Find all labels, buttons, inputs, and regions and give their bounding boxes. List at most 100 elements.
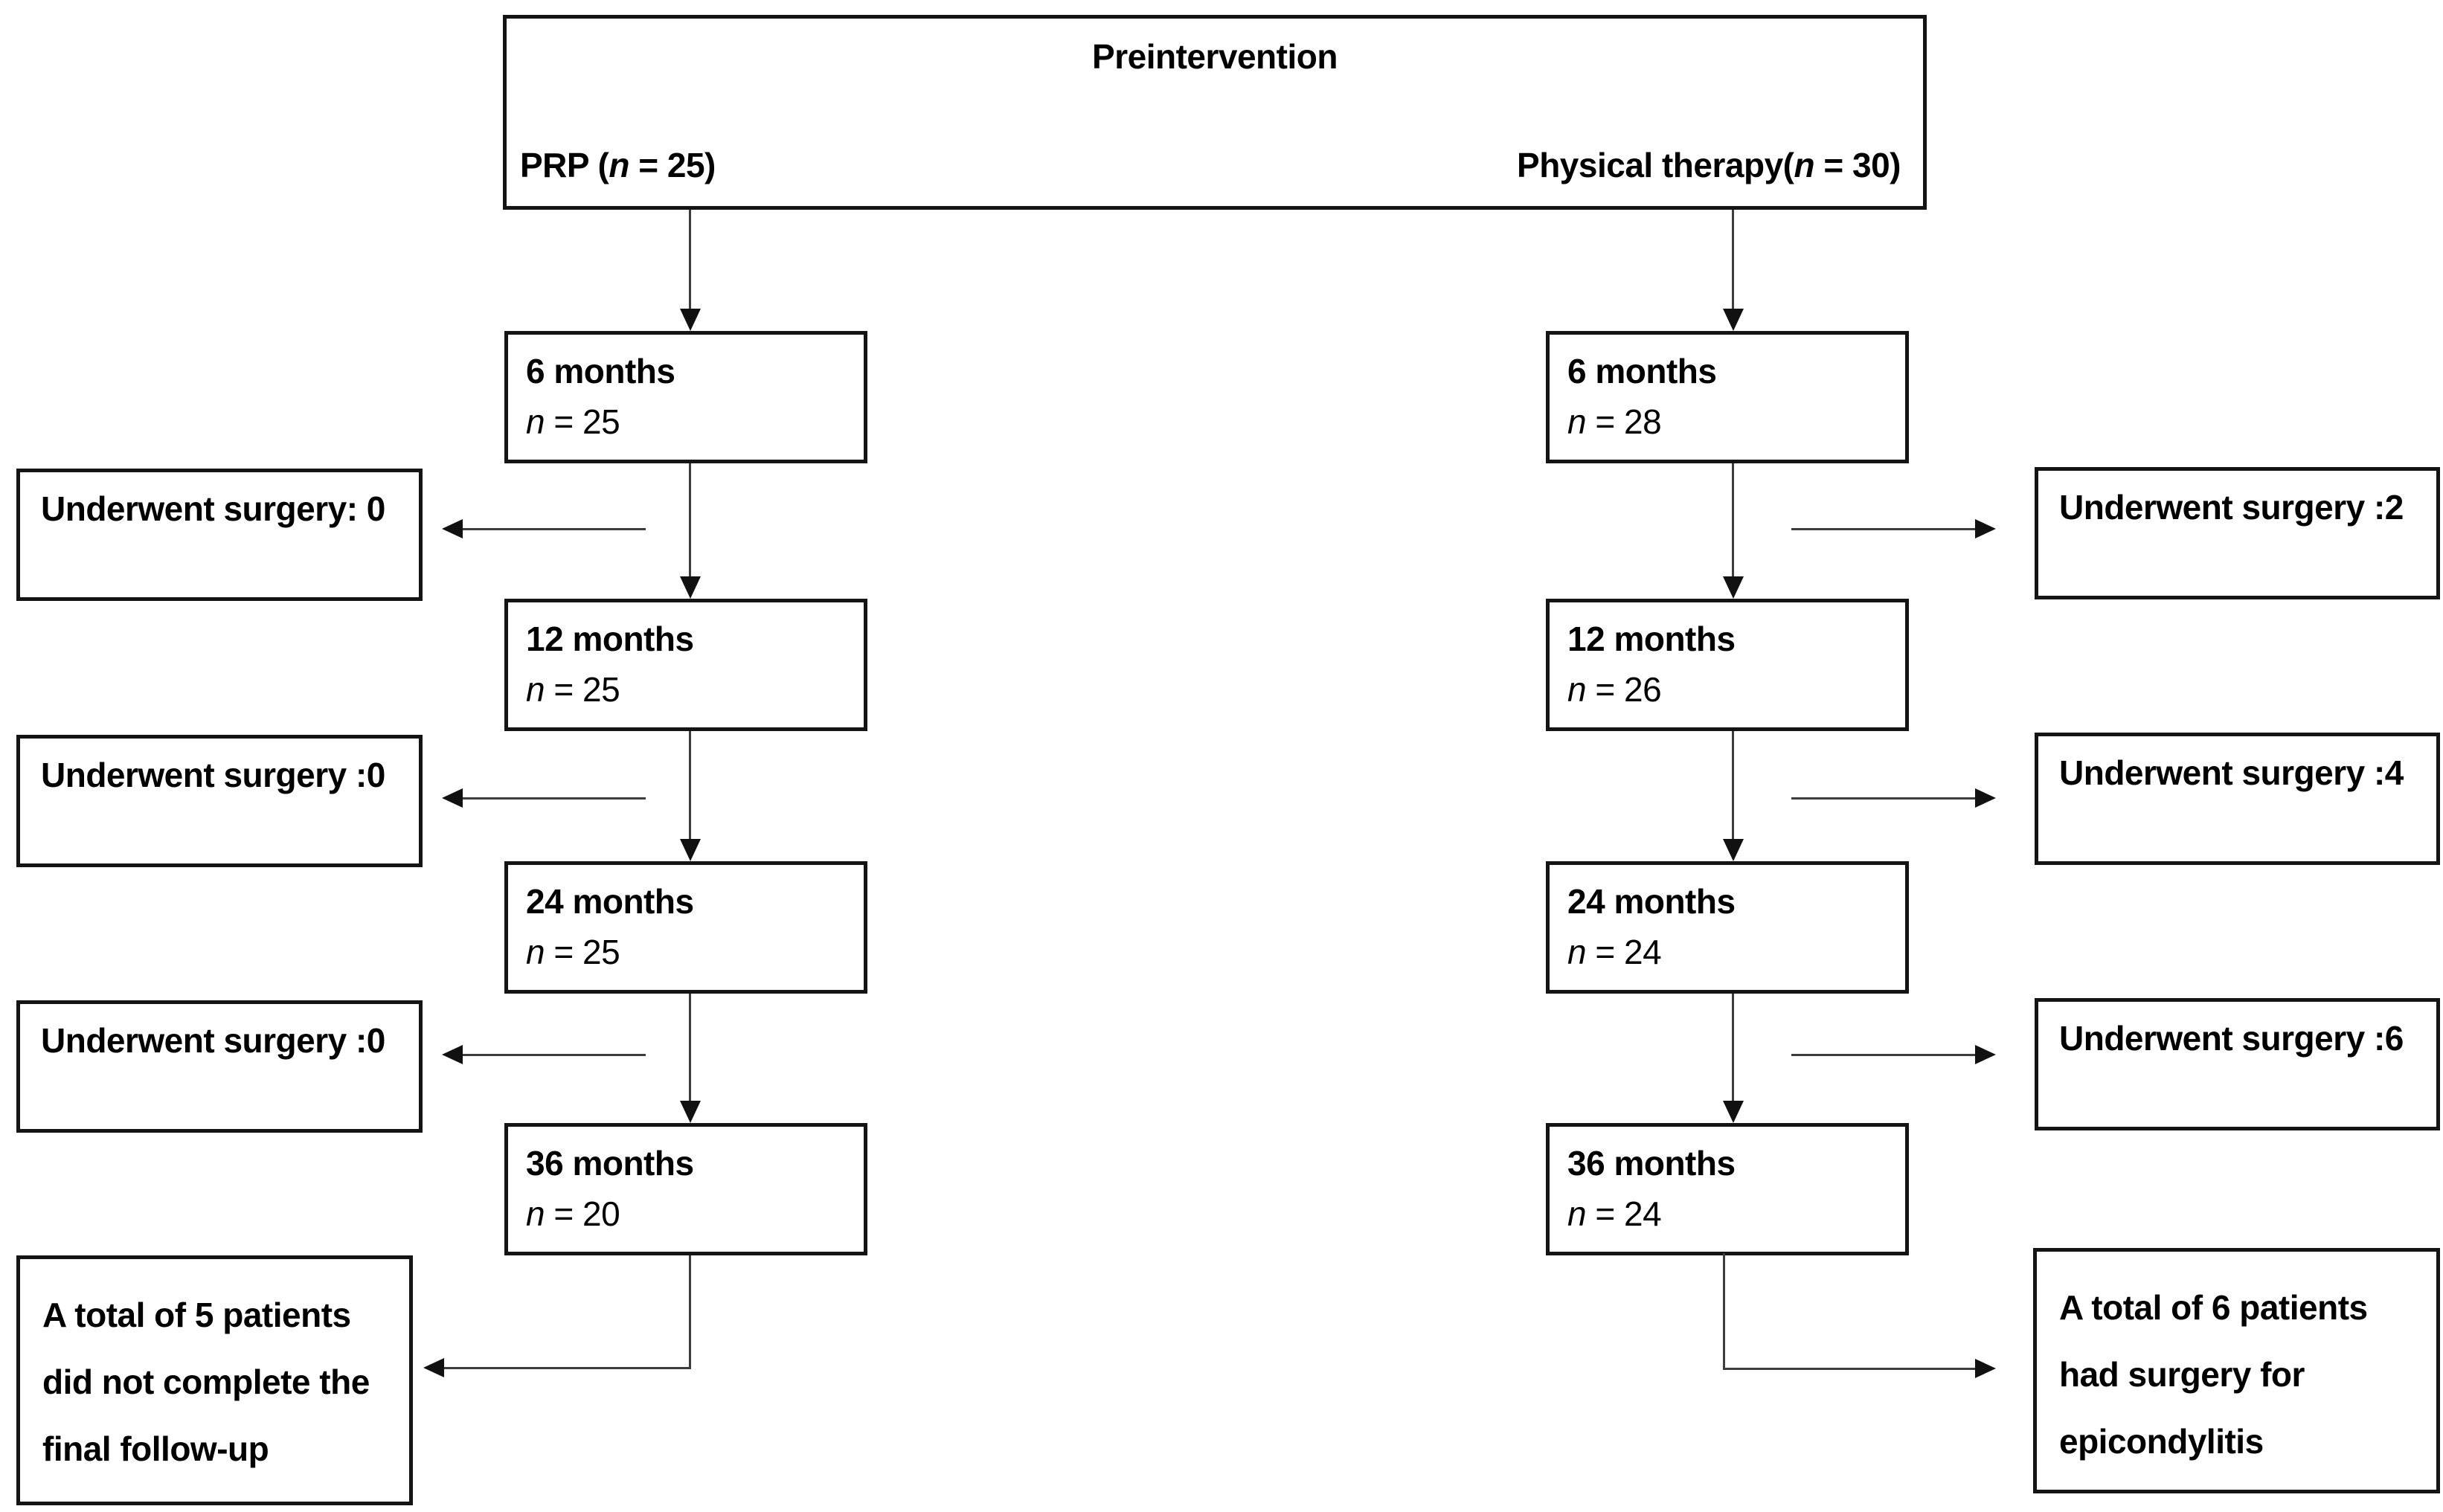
connector-line (1791, 1054, 1975, 1056)
followup-n: n = 25 (526, 932, 864, 972)
connector-line (1791, 797, 1975, 800)
followup-period: 12 months (1567, 620, 1736, 658)
final-note-box-prp: A total of 5 patients did not complete t… (16, 1255, 413, 1505)
connector-line (1732, 731, 1734, 840)
connector-line (1732, 463, 1734, 578)
arrow-down-icon (680, 576, 701, 599)
arrow-right-icon (1975, 1045, 1996, 1064)
followup-n: n = 25 (526, 669, 864, 710)
n-value: = 26 (1586, 670, 1662, 709)
n-value: = 20 (545, 1194, 620, 1233)
surgery-note-text: Underwent surgery: 0 (41, 489, 385, 528)
followup-period: 24 months (1567, 882, 1736, 921)
connector-line (463, 528, 646, 530)
connector-line (689, 463, 691, 578)
final-note-line: final follow-up (42, 1429, 269, 1468)
arrow-right-icon (1975, 519, 1996, 538)
surgery-note-box-prp-2: Underwent surgery :0 (16, 735, 423, 867)
n-symbol: n (1567, 670, 1587, 709)
arm-pt-text: Physical therapy( (1517, 146, 1794, 184)
followup-box-pt-12mo: 12 months n = 26 (1546, 599, 1909, 731)
connector-line (1723, 1368, 1975, 1370)
connector-line (444, 1367, 691, 1369)
followup-box-pt-6mo: 6 months n = 28 (1546, 331, 1909, 463)
n-symbol: n (526, 1194, 545, 1233)
surgery-note-box-pt-3: Underwent surgery :6 (2035, 998, 2440, 1130)
connector-line (689, 1255, 691, 1368)
arrow-down-icon (680, 839, 701, 861)
connector-line (1791, 528, 1975, 530)
surgery-note-text: Underwent surgery :0 (41, 1021, 385, 1060)
surgery-note-text: Underwent surgery :4 (2059, 753, 2404, 792)
followup-period: 6 months (1567, 352, 1717, 390)
followup-n: n = 20 (526, 1194, 864, 1234)
followup-n: n = 24 (1567, 1194, 1905, 1234)
n-value: = 25 (545, 933, 620, 971)
arrow-left-icon (442, 519, 463, 538)
followup-box-prp-12mo: 12 months n = 25 (504, 599, 867, 731)
diagram-title: Preintervention (1092, 37, 1338, 76)
arrow-left-icon (442, 788, 463, 808)
followup-n: n = 28 (1567, 402, 1905, 442)
surgery-note-text: Underwent surgery :2 (2059, 488, 2404, 527)
final-note-line: epicondylitis (2059, 1422, 2264, 1461)
final-note-line: A total of 5 patients (42, 1296, 351, 1334)
connector-line (463, 1054, 646, 1056)
arm-pt-n-value: = 30) (1814, 146, 1901, 184)
n-symbol: n (526, 670, 545, 709)
arm-label-prp: PRP (n = 25) (520, 145, 716, 185)
followup-n: n = 26 (1567, 669, 1905, 710)
surgery-note-text: Underwent surgery :0 (41, 756, 385, 794)
n-value: = 25 (545, 670, 620, 709)
followup-period: 36 months (1567, 1144, 1736, 1183)
arrow-left-icon (423, 1358, 444, 1377)
arrow-down-icon (680, 1101, 701, 1123)
followup-box-pt-24mo: 24 months n = 24 (1546, 861, 1909, 994)
n-symbol: n (526, 402, 545, 441)
connector-line (1732, 210, 1734, 310)
connector-line (689, 210, 691, 310)
followup-box-prp-6mo: 6 months n = 25 (504, 331, 867, 463)
arrow-down-icon (1723, 839, 1744, 861)
arrow-down-icon (1723, 309, 1744, 331)
n-symbol: n (526, 933, 545, 971)
final-note-line: did not complete the (42, 1363, 370, 1401)
connector-line (1732, 994, 1734, 1102)
surgery-note-text: Underwent surgery :6 (2059, 1019, 2404, 1058)
followup-box-pt-36mo: 36 months n = 24 (1546, 1123, 1909, 1255)
followup-period: 36 months (526, 1144, 694, 1183)
n-symbol: n (1567, 933, 1587, 971)
followup-period: 12 months (526, 620, 694, 658)
n-symbol: n (1567, 402, 1587, 441)
arrow-down-icon (1723, 1101, 1744, 1123)
surgery-note-box-pt-1: Underwent surgery :2 (2035, 467, 2440, 599)
final-note-box-pt: A total of 6 patients had surgery for ep… (2033, 1248, 2440, 1493)
n-value: = 24 (1586, 1194, 1662, 1233)
n-value: = 28 (1586, 402, 1662, 441)
surgery-note-box-prp-1: Underwent surgery: 0 (16, 469, 423, 601)
final-note-line: A total of 6 patients (2059, 1288, 2368, 1327)
arrow-down-icon (680, 309, 701, 331)
preintervention-box: Preintervention PRP (n = 25) Physical th… (503, 15, 1927, 210)
connector-line (689, 994, 691, 1102)
n-symbol: n (1567, 1194, 1587, 1233)
arm-label-physical-therapy: Physical therapy(n = 30) (1517, 145, 1901, 185)
arm-prp-text: PRP ( (520, 146, 609, 184)
arrow-left-icon (442, 1045, 463, 1064)
followup-n: n = 25 (526, 402, 864, 442)
n-value: = 24 (1586, 933, 1662, 971)
arm-prp-n-symbol: n (609, 146, 629, 184)
followup-box-prp-36mo: 36 months n = 20 (504, 1123, 867, 1255)
n-value: = 25 (545, 402, 620, 441)
arm-prp-n-value: = 25) (629, 146, 716, 184)
followup-period: 6 months (526, 352, 675, 390)
followup-box-prp-24mo: 24 months n = 25 (504, 861, 867, 994)
connector-line (463, 797, 646, 800)
connector-line (689, 731, 691, 840)
surgery-note-box-pt-2: Underwent surgery :4 (2035, 733, 2440, 865)
surgery-note-box-prp-3: Underwent surgery :0 (16, 1000, 423, 1133)
arm-pt-n-symbol: n (1794, 146, 1815, 184)
arrow-down-icon (1723, 576, 1744, 599)
arrow-right-icon (1975, 788, 1996, 808)
followup-n: n = 24 (1567, 932, 1905, 972)
